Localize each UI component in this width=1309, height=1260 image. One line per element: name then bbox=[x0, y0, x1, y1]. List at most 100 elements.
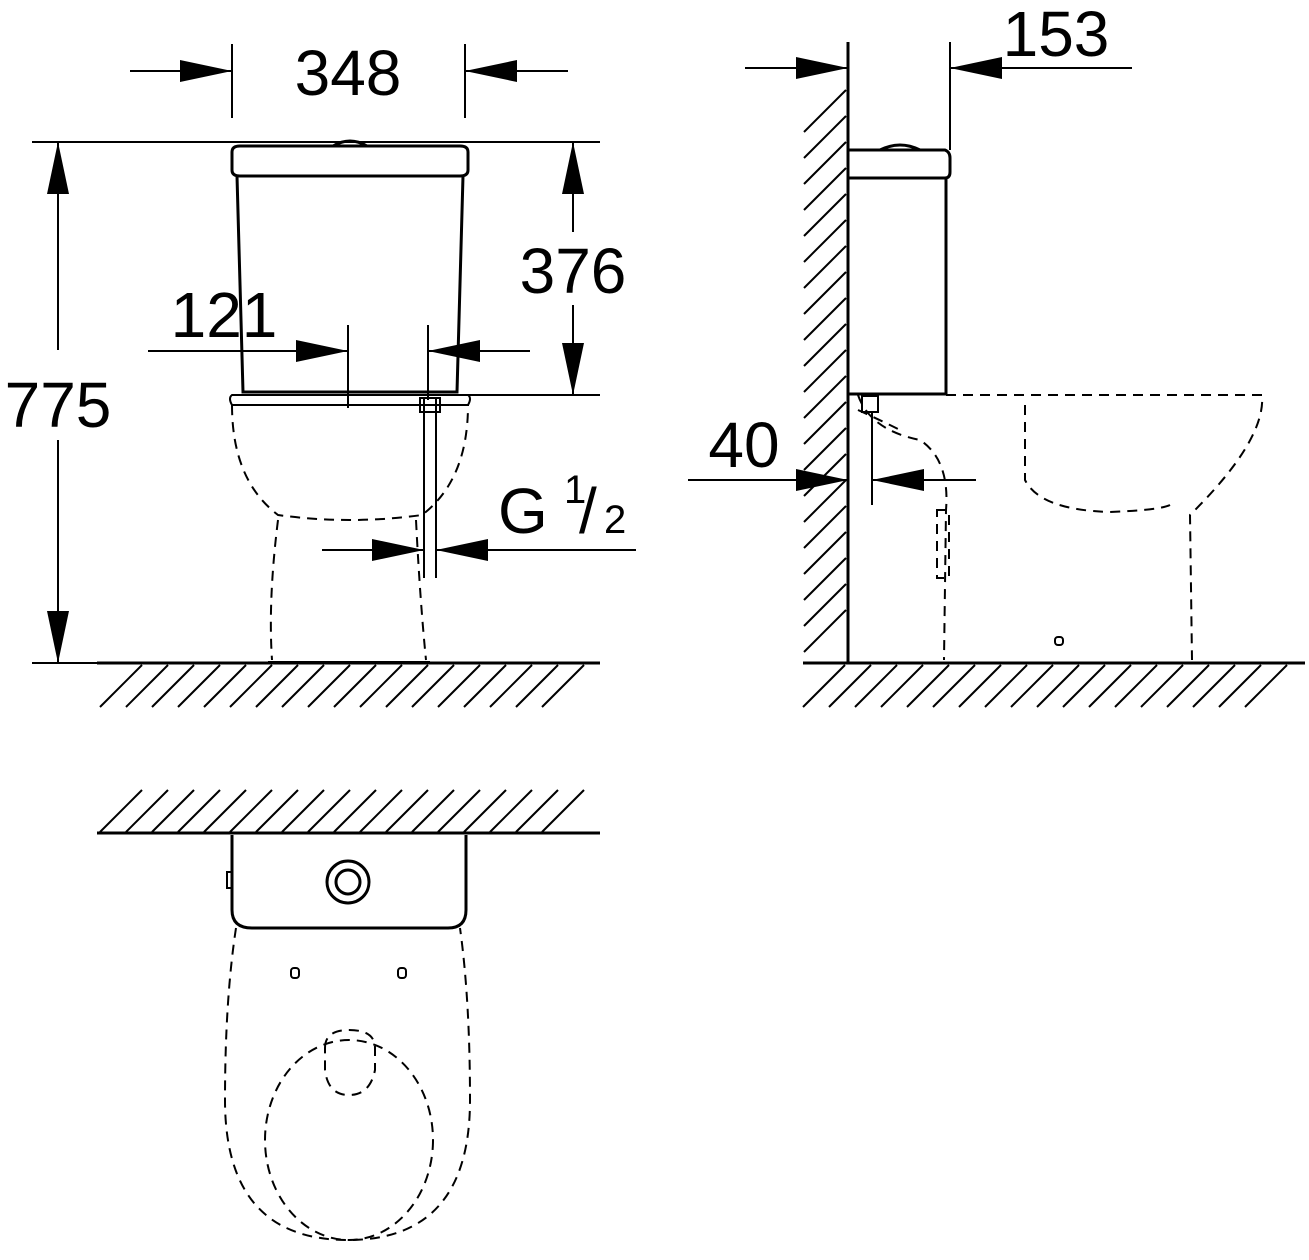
dim-775-arrow-bottom bbox=[47, 611, 69, 663]
side-inlet-valve bbox=[861, 395, 879, 413]
hatch-stroke bbox=[803, 427, 847, 471]
side-floor-hatch bbox=[802, 664, 1288, 708]
hatch-stroke bbox=[1010, 664, 1054, 708]
hatch-stroke bbox=[1192, 664, 1236, 708]
dim-g-label: G bbox=[498, 475, 548, 547]
side-bowl-top bbox=[946, 394, 1264, 661]
side-cistern-body bbox=[846, 178, 948, 396]
dim-376-arrow-top bbox=[562, 142, 584, 194]
hatch-stroke bbox=[411, 664, 455, 708]
side-flush-button bbox=[879, 143, 921, 152]
dim-40-arrow-left bbox=[796, 469, 848, 491]
hatch-stroke bbox=[803, 297, 847, 341]
hatch-stroke bbox=[984, 664, 1028, 708]
hatch-stroke bbox=[1244, 664, 1288, 708]
hatch-stroke bbox=[803, 323, 847, 367]
dim-775-label: 775 bbox=[5, 369, 112, 441]
dim-376-arrow-bottom bbox=[562, 343, 584, 395]
front-pedestal-right bbox=[415, 519, 427, 661]
hatch-stroke bbox=[411, 789, 455, 833]
hatch-stroke bbox=[151, 789, 195, 833]
hatch-stroke bbox=[1062, 664, 1106, 708]
hatch-stroke bbox=[803, 401, 847, 445]
top-view bbox=[97, 789, 600, 1242]
hatch-stroke bbox=[803, 531, 847, 575]
hatch-stroke bbox=[803, 245, 847, 289]
dim-775-arrow-top bbox=[47, 142, 69, 194]
hatch-stroke bbox=[203, 789, 247, 833]
hatch-stroke bbox=[437, 664, 481, 708]
dim-g-denominator: 2 bbox=[604, 498, 626, 542]
front-floor-hatch bbox=[99, 664, 585, 708]
side-cistern-lid bbox=[848, 148, 952, 180]
hatch-stroke bbox=[151, 664, 195, 708]
hatch-stroke bbox=[1088, 664, 1132, 708]
hatch-stroke bbox=[489, 664, 533, 708]
front-cistern-body bbox=[235, 175, 465, 394]
hatch-stroke bbox=[359, 664, 403, 708]
hatch-stroke bbox=[958, 664, 1002, 708]
top-bowl-outer bbox=[223, 927, 472, 1242]
hatch-stroke bbox=[307, 789, 351, 833]
side-bowl-inner bbox=[1024, 405, 1171, 514]
hatch-stroke bbox=[906, 664, 950, 708]
side-outlet-connector bbox=[936, 509, 950, 579]
hatch-stroke bbox=[803, 193, 847, 237]
top-hinge-hole-left bbox=[290, 967, 300, 979]
hatch-stroke bbox=[125, 789, 169, 833]
front-bowl-rim bbox=[229, 394, 471, 406]
hatch-stroke bbox=[359, 789, 403, 833]
hatch-stroke bbox=[99, 664, 143, 708]
hatch-stroke bbox=[802, 664, 846, 708]
hatch-stroke bbox=[385, 789, 429, 833]
hatch-stroke bbox=[125, 664, 169, 708]
top-wall-hatch bbox=[99, 789, 585, 833]
front-bowl-outline bbox=[231, 404, 469, 521]
hatch-stroke bbox=[541, 789, 585, 833]
hatch-stroke bbox=[803, 89, 847, 133]
hatch-stroke bbox=[1140, 664, 1184, 708]
hatch-stroke bbox=[307, 664, 351, 708]
hatch-stroke bbox=[803, 219, 847, 263]
dim-121-arrow-left bbox=[296, 340, 348, 362]
hatch-stroke bbox=[255, 789, 299, 833]
hatch-stroke bbox=[463, 664, 507, 708]
hatch-stroke bbox=[803, 609, 847, 653]
side-trap bbox=[857, 394, 948, 661]
side-wall-hatch bbox=[803, 89, 847, 653]
top-flush-button-inner bbox=[334, 868, 362, 896]
hatch-stroke bbox=[281, 789, 325, 833]
hatch-stroke bbox=[333, 664, 377, 708]
hatch-stroke bbox=[803, 557, 847, 601]
top-seat-outline bbox=[264, 1039, 434, 1241]
dim-g-numerator: 1 bbox=[564, 468, 586, 512]
hatch-stroke bbox=[854, 664, 898, 708]
hatch-stroke bbox=[803, 115, 847, 159]
hatch-stroke bbox=[828, 664, 872, 708]
hatch-stroke bbox=[803, 583, 847, 627]
top-hinge-hole-right bbox=[397, 967, 407, 979]
hatch-stroke bbox=[1218, 664, 1262, 708]
dim-121-label: 121 bbox=[171, 279, 278, 351]
hatch-stroke bbox=[932, 664, 976, 708]
top-cistern bbox=[230, 835, 468, 930]
dim-g-arrow-left bbox=[372, 539, 424, 561]
hatch-stroke bbox=[177, 789, 221, 833]
dim-40-label: 40 bbox=[708, 409, 779, 481]
top-flush-button-outer bbox=[325, 859, 371, 905]
side-view: 153 40 bbox=[688, 0, 1305, 708]
hatch-stroke bbox=[880, 664, 924, 708]
hatch-stroke bbox=[1166, 664, 1210, 708]
hatch-stroke bbox=[803, 271, 847, 315]
hatch-stroke bbox=[229, 664, 273, 708]
hatch-stroke bbox=[1114, 664, 1158, 708]
hatch-stroke bbox=[281, 664, 325, 708]
hatch-stroke bbox=[803, 349, 847, 393]
front-pedestal-left bbox=[269, 519, 279, 661]
hatch-stroke bbox=[203, 664, 247, 708]
dim-348-label: 348 bbox=[295, 37, 402, 109]
hatch-stroke bbox=[99, 789, 143, 833]
hatch-stroke bbox=[803, 479, 847, 523]
dim-348-arrow-left bbox=[180, 60, 232, 82]
hatch-stroke bbox=[229, 789, 273, 833]
